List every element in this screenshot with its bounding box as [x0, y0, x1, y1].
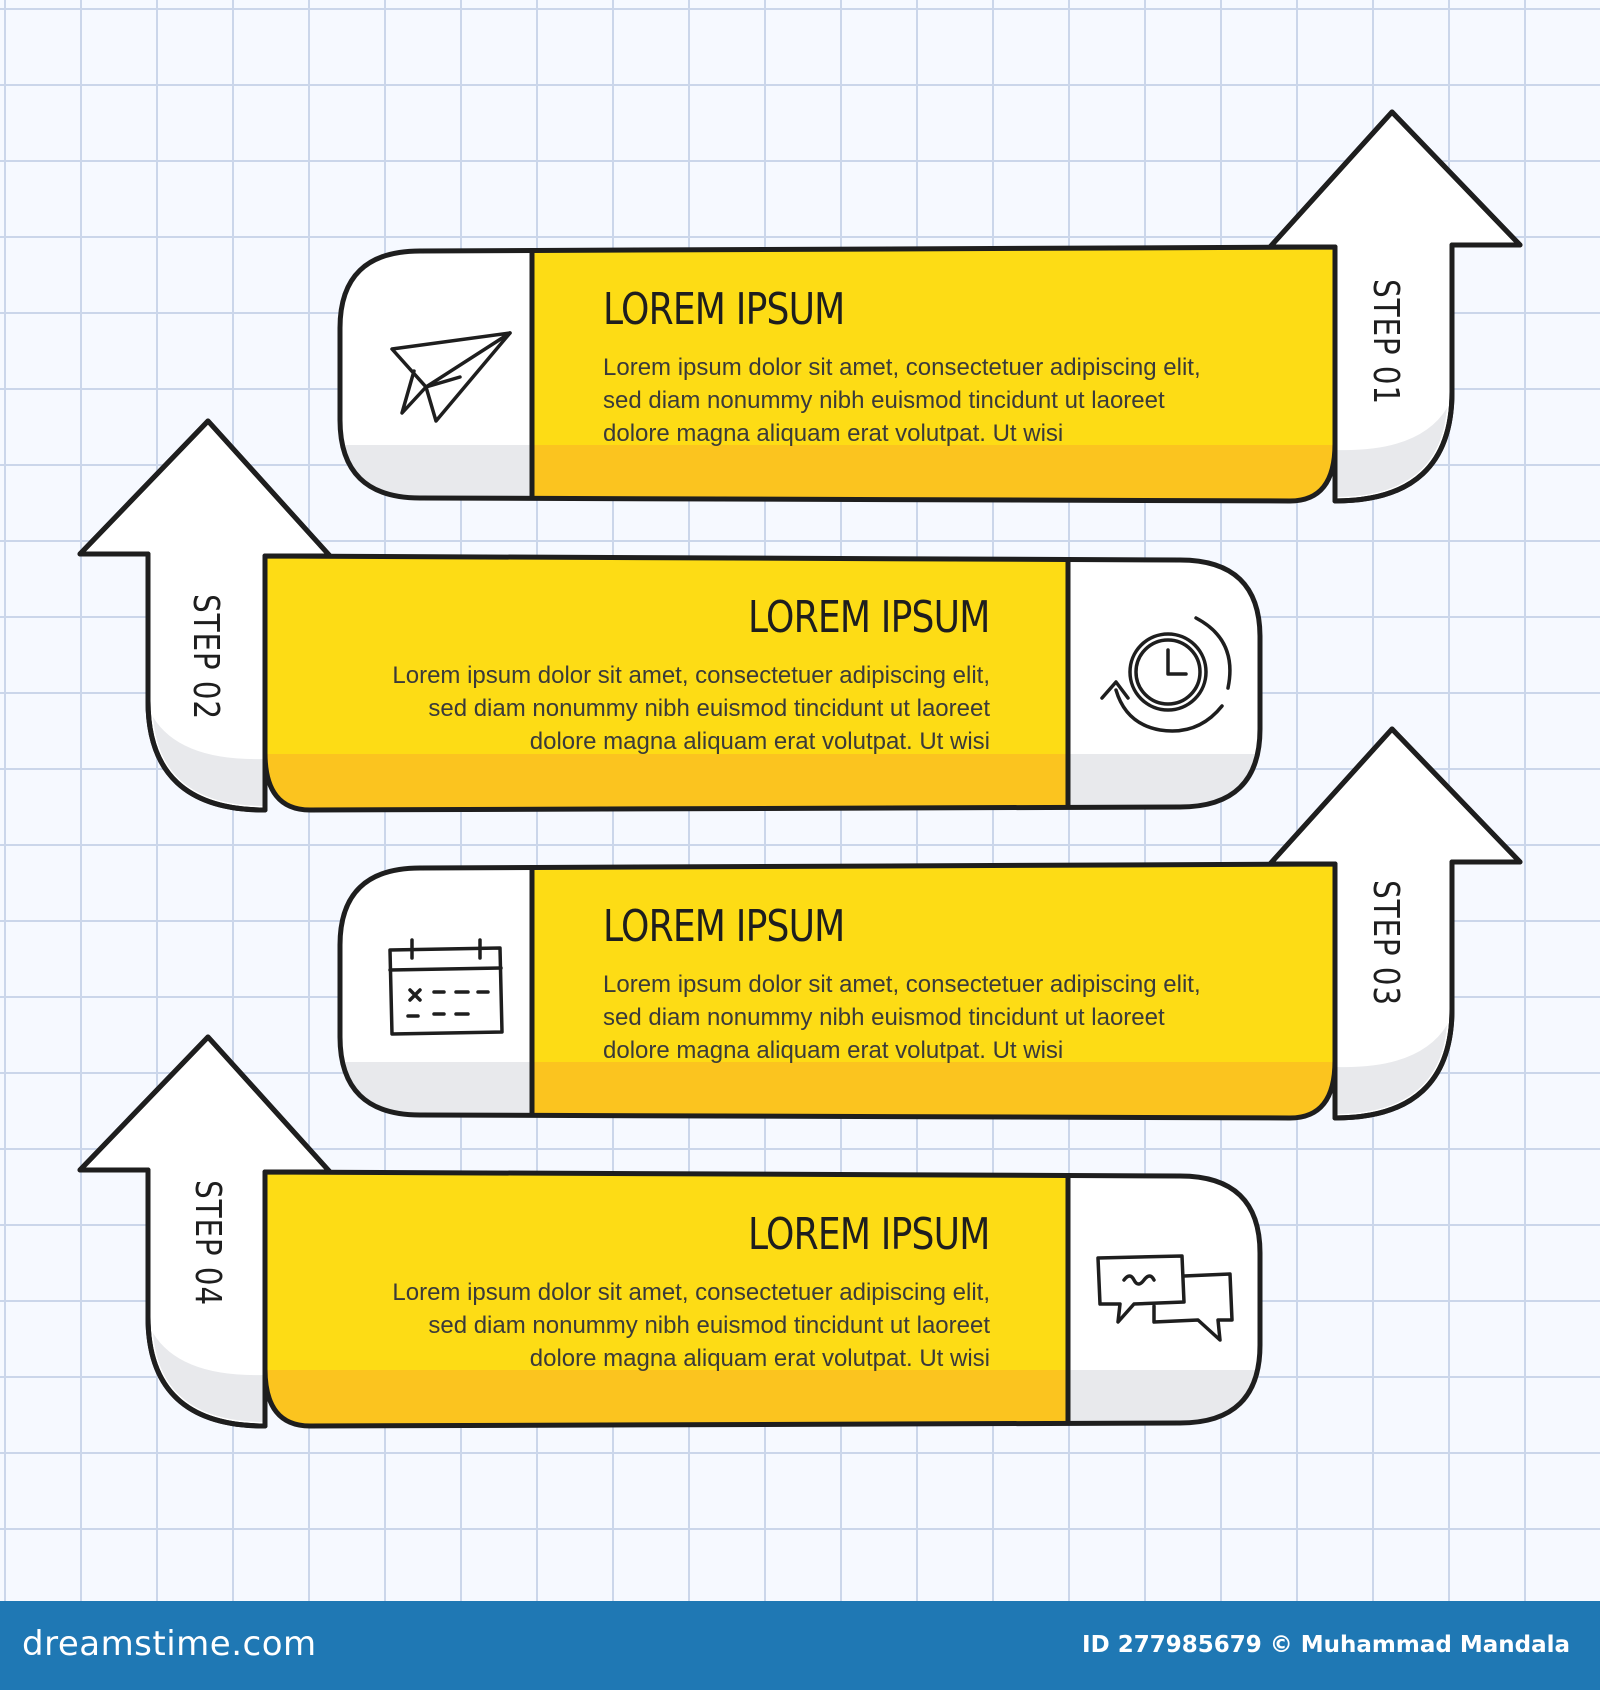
step-01-description: Lorem ipsum dolor sit amet, consectetuer… [603, 354, 1201, 447]
image-credit: ID 277985679 © Muhammad Mandala [1082, 1632, 1570, 1658]
step-04-shape [77, 1034, 1263, 1429]
step-01-label: STEP 01 [1365, 279, 1406, 405]
chat-bubbles-icon [1096, 1254, 1234, 1342]
step-03-shape [337, 726, 1523, 1121]
step-04-label: STEP 04 [187, 1180, 228, 1306]
step-01-shape [337, 109, 1523, 504]
step-04-title: LOREM IPSUM [748, 1209, 990, 1260]
site-name: dreamstime.com [22, 1624, 317, 1664]
step-04-description: Lorem ipsum dolor sit amet, consectetuer… [392, 1279, 990, 1372]
step-02-title: LOREM IPSUM [748, 592, 990, 643]
calendar-icon [388, 938, 504, 1036]
step-03-title: LOREM IPSUM [603, 901, 845, 952]
clock-refresh-icon [1100, 616, 1232, 733]
paper-plane-icon [390, 331, 512, 423]
step-03-label: STEP 03 [1365, 880, 1406, 1006]
step-02-label: STEP 02 [185, 594, 226, 720]
step-02-shape [77, 418, 1263, 813]
footer-bar: dreamstime.com ID 277985679 © Muhammad M… [0, 1601, 1600, 1690]
step-03-description: Lorem ipsum dolor sit amet, consectetuer… [603, 971, 1201, 1064]
step-01-title: LOREM IPSUM [603, 284, 845, 335]
step-02-description: Lorem ipsum dolor sit amet, consectetuer… [392, 662, 990, 755]
